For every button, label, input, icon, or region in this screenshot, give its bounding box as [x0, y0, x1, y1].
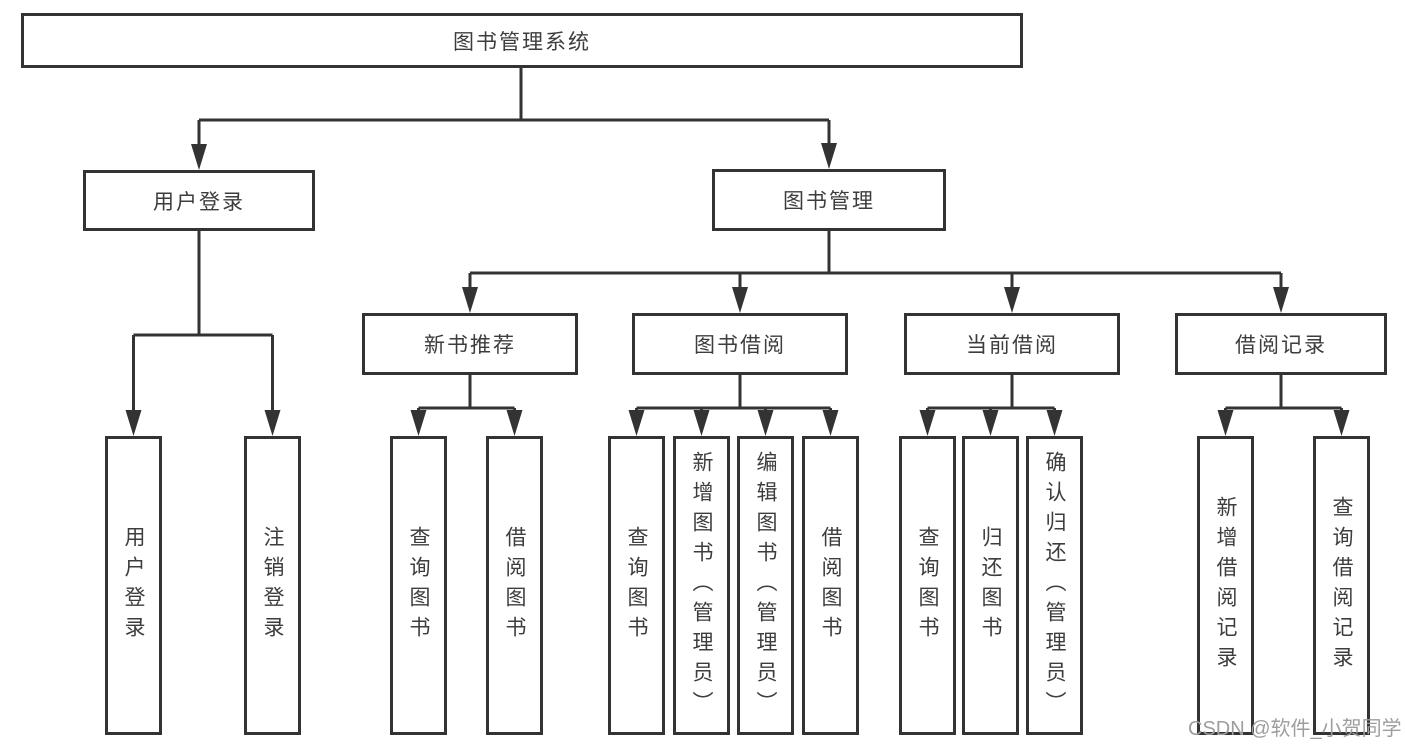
node-current-borrowing: 当前借阅: [904, 313, 1120, 375]
leaf-logout: 注销登录: [244, 436, 301, 735]
leaf-user-login: 用户登录: [105, 436, 162, 735]
leaf-borrow-books-recommend: 借阅图书: [486, 436, 543, 735]
leaf-borrow-books: 借阅图书: [802, 436, 859, 735]
node-book-borrowing: 图书借阅: [632, 313, 848, 375]
leaf-add-books-admin: 新增图书（管理员）: [673, 436, 730, 735]
node-library-management-system: 图书管理系统: [21, 13, 1023, 68]
node-borrowing-records: 借阅记录: [1175, 313, 1387, 375]
leaf-add-borrow-record: 新增借阅记录: [1197, 436, 1254, 735]
csdn-watermark: CSDN @软件_小贺同学: [1188, 718, 1402, 740]
node-new-book-recommendation: 新书推荐: [362, 313, 578, 375]
leaf-edit-books-admin: 编辑图书（管理员）: [737, 436, 794, 735]
leaf-query-books-borrow: 查询图书: [608, 436, 665, 735]
leaf-return-books: 归还图书: [962, 436, 1019, 735]
node-book-management: 图书管理: [712, 169, 946, 231]
leaf-query-borrow-record: 查询借阅记录: [1313, 436, 1370, 735]
leaf-query-books-recommend: 查询图书: [390, 436, 447, 735]
leaf-query-books-current: 查询图书: [899, 436, 956, 735]
node-user-login: 用户登录: [83, 170, 315, 231]
leaf-confirm-return-admin: 确认归还（管理员）: [1026, 436, 1083, 735]
